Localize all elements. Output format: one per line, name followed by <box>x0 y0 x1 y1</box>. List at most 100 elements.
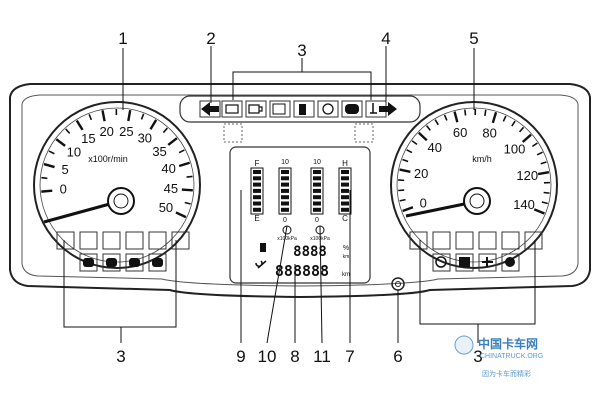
grid-icon <box>273 104 285 114</box>
coolant-temp-segment <box>341 195 349 199</box>
speedometer-tick <box>485 110 486 116</box>
tachometer-tick <box>150 120 156 129</box>
watermark-latin: CHINATRUCK.ORG <box>480 353 543 360</box>
tachometer-tick <box>102 110 104 121</box>
fuel-segment <box>253 208 261 212</box>
air-pressure-2-segment <box>313 208 321 212</box>
speedometer-tick <box>465 110 466 116</box>
fuel-pump-small-icon <box>260 243 266 252</box>
fuel-empty-label: E <box>254 214 259 223</box>
fuel-segment <box>253 202 261 206</box>
tachometer-tick <box>179 163 190 166</box>
tachometer-hub <box>108 188 134 214</box>
air-pressure-2-segment <box>313 176 321 180</box>
air-pressure-1-segment <box>281 189 289 193</box>
seat-belt-icon <box>459 257 470 267</box>
fuel-segment <box>253 183 261 187</box>
right-turn-arrow-icon <box>379 102 397 116</box>
speedometer-label-140: 140 <box>513 197 535 212</box>
tachometer-tick <box>142 114 144 120</box>
tachometer-label-50: 50 <box>159 200 173 215</box>
tachometer-label-10: 10 <box>67 145 81 160</box>
callout-2: 2 <box>206 29 215 48</box>
callout-4: 4 <box>381 29 390 48</box>
air-pressure-2-segment <box>313 195 321 199</box>
fuel-segment <box>253 170 261 174</box>
speedometer-tick <box>412 141 417 144</box>
speedometer-unit: km/h <box>472 154 492 164</box>
tachometer-tick <box>176 212 186 217</box>
speedometer-label-20: 20 <box>414 166 428 181</box>
callout-1: 1 <box>118 29 127 48</box>
speedometer-tick <box>403 207 413 211</box>
tachometer-unit: x100r/min <box>88 154 128 164</box>
tachometer-tick <box>44 164 55 167</box>
tachometer-tick <box>56 139 65 146</box>
speedometer-tick <box>402 159 408 161</box>
coolant-temp-segment <box>341 189 349 193</box>
speedometer-tick <box>541 162 547 164</box>
callout-6: 6 <box>393 347 402 366</box>
tachometer-tick <box>182 190 193 191</box>
speedometer-tick <box>542 202 548 203</box>
speedometer-tick <box>400 200 406 201</box>
tachometer-label-35: 35 <box>152 144 166 159</box>
speedometer-tick <box>427 126 431 131</box>
odometer-unit: km <box>342 272 350 278</box>
speedometer-label-0: 0 <box>420 195 427 210</box>
tachometer-tick <box>77 121 83 130</box>
coolant-temp-segment <box>341 170 349 174</box>
tachometer-label-5: 5 <box>61 162 68 177</box>
battery-icon <box>226 105 238 113</box>
callout-8: 8 <box>290 347 299 366</box>
fuel-full-label: F <box>255 159 260 168</box>
tachometer-tick <box>163 128 167 132</box>
callout-5: 5 <box>469 29 478 48</box>
speedometer-label-60: 60 <box>453 125 467 140</box>
speedometer-tick <box>512 121 515 126</box>
temp-hot-label: H <box>342 159 348 168</box>
coolant-temp-segment <box>341 202 349 206</box>
trip-unit: % <box>343 245 349 252</box>
watermark-sub: 因为卡车而精彩 <box>482 369 531 378</box>
speedometer-label-40: 40 <box>428 140 442 155</box>
speedometer-label-80: 80 <box>482 125 496 140</box>
tachometer-tick <box>185 203 191 205</box>
center-display: F E H C 10 0 10 0 x100kPa x100kPa 8888 %… <box>230 147 370 283</box>
lamp-icon <box>345 104 359 114</box>
air-pressure-1-segment <box>281 183 289 187</box>
trip-value: 8888 <box>293 244 327 260</box>
air1-bottom-label: 0 <box>283 217 287 224</box>
rear-fog-lamp-icon <box>106 258 117 267</box>
dashed-box-left <box>224 124 242 142</box>
tachometer-tick <box>41 191 52 192</box>
air-pressure-2-segment <box>313 189 321 193</box>
speedometer-tick <box>435 120 438 125</box>
watermark-main: 中国卡车网 <box>478 336 538 351</box>
tachometer-tick <box>41 178 47 179</box>
air-pressure-1-segment <box>281 195 289 199</box>
air-pressure-2-segment <box>313 183 321 187</box>
speedometer-tick <box>503 116 506 121</box>
tachometer-label-45: 45 <box>164 181 178 196</box>
fuel-segment <box>253 189 261 193</box>
tachometer-tick <box>179 150 184 153</box>
front-fog-lamp-icon <box>83 258 94 267</box>
speedometer-tick <box>419 133 427 141</box>
tachometer-label-0: 0 <box>60 182 67 197</box>
speedometer-label-120: 120 <box>516 168 538 183</box>
tachometer-label-40: 40 <box>161 161 175 176</box>
bar-gauges <box>251 168 351 214</box>
air2-top-label: 10 <box>313 159 321 166</box>
tachometer-tick <box>128 110 130 121</box>
tachometer-tick <box>89 114 91 120</box>
air2-bottom-label: 0 <box>315 217 319 224</box>
tachometer-tick <box>187 176 193 177</box>
left-lower-indicators <box>57 232 189 271</box>
air-pressure-1-segment <box>281 176 289 180</box>
steering-icon <box>505 257 515 267</box>
